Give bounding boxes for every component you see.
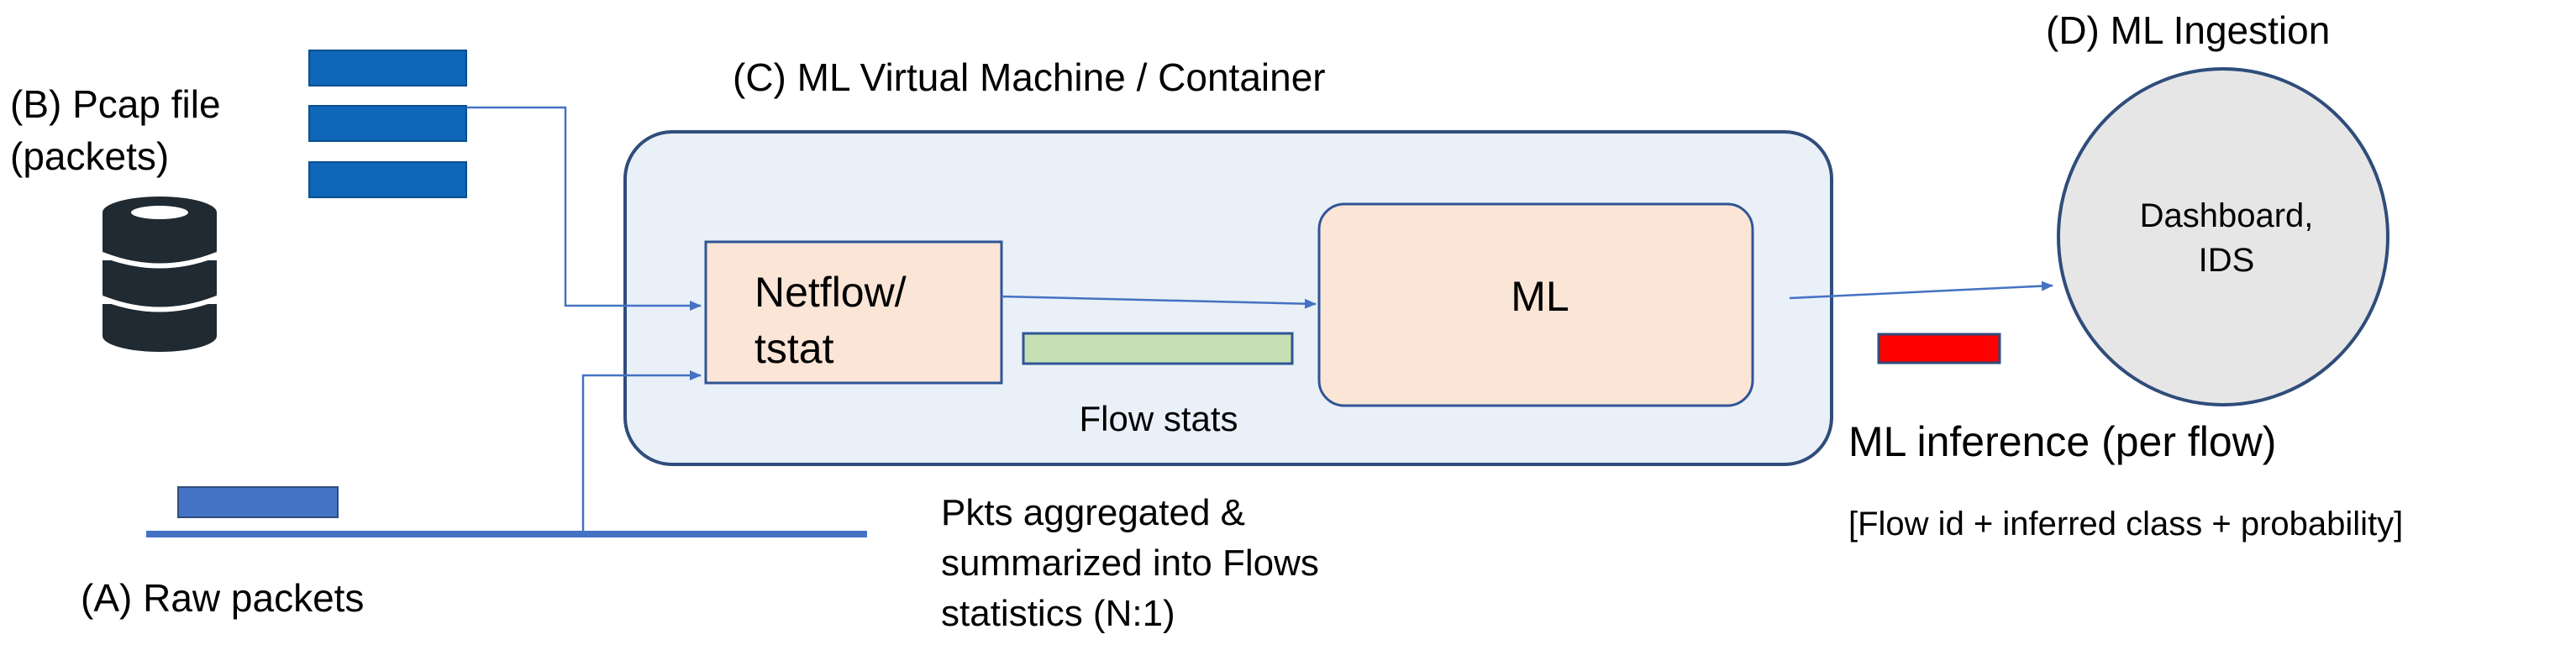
pcap-packet-1 [308, 50, 467, 86]
pcap-to-netflow-arrow [466, 106, 702, 311]
aggregation-line2: summarized into Flows [941, 543, 1319, 584]
pcap-label-line2: (packets) [10, 134, 169, 178]
inference-packet [1877, 333, 2001, 364]
netflow-to-ml-arrow [1001, 295, 1317, 309]
dashboard-ids-node [2057, 67, 2389, 406]
pcap-packet-3 [308, 161, 467, 198]
flow-stats-label: Flow stats [1079, 399, 1238, 438]
raw-to-netflow-arrow [581, 370, 702, 531]
netflow-label-line2: tstat [754, 325, 834, 372]
pcap-packet-2 [308, 105, 467, 142]
pcap-packet-stack [308, 50, 467, 198]
ml-model-box [1317, 202, 1754, 407]
flow-stats-bar [1022, 332, 1294, 365]
raw-packet [177, 486, 339, 518]
inference-detail: [Flow id + inferred class + probability] [1848, 506, 2403, 543]
aggregation-line1: Pkts aggregated & [941, 492, 1245, 533]
ml-label: ML [1511, 273, 1569, 320]
dashboard-label-line1: Dashboard, [2140, 197, 2314, 234]
netflow-label-line1: Netflow/ [754, 269, 907, 316]
container-title: (C) ML Virtual Machine / Container [733, 55, 1326, 99]
database-icon [101, 197, 218, 352]
netflow-tstat-box [704, 240, 1003, 385]
raw-packets-label: (A) Raw packets [81, 576, 364, 620]
dashboard-label-line2: IDS [2199, 242, 2255, 279]
aggregation-line3: statistics (N:1) [941, 593, 1175, 634]
ml-to-dashboard-arrow [1789, 280, 2053, 300]
pcap-label-line1: (B) Pcap file [10, 82, 221, 126]
ingestion-title: (D) ML Ingestion [2046, 8, 2330, 52]
inference-title: ML inference (per flow) [1848, 418, 2276, 465]
